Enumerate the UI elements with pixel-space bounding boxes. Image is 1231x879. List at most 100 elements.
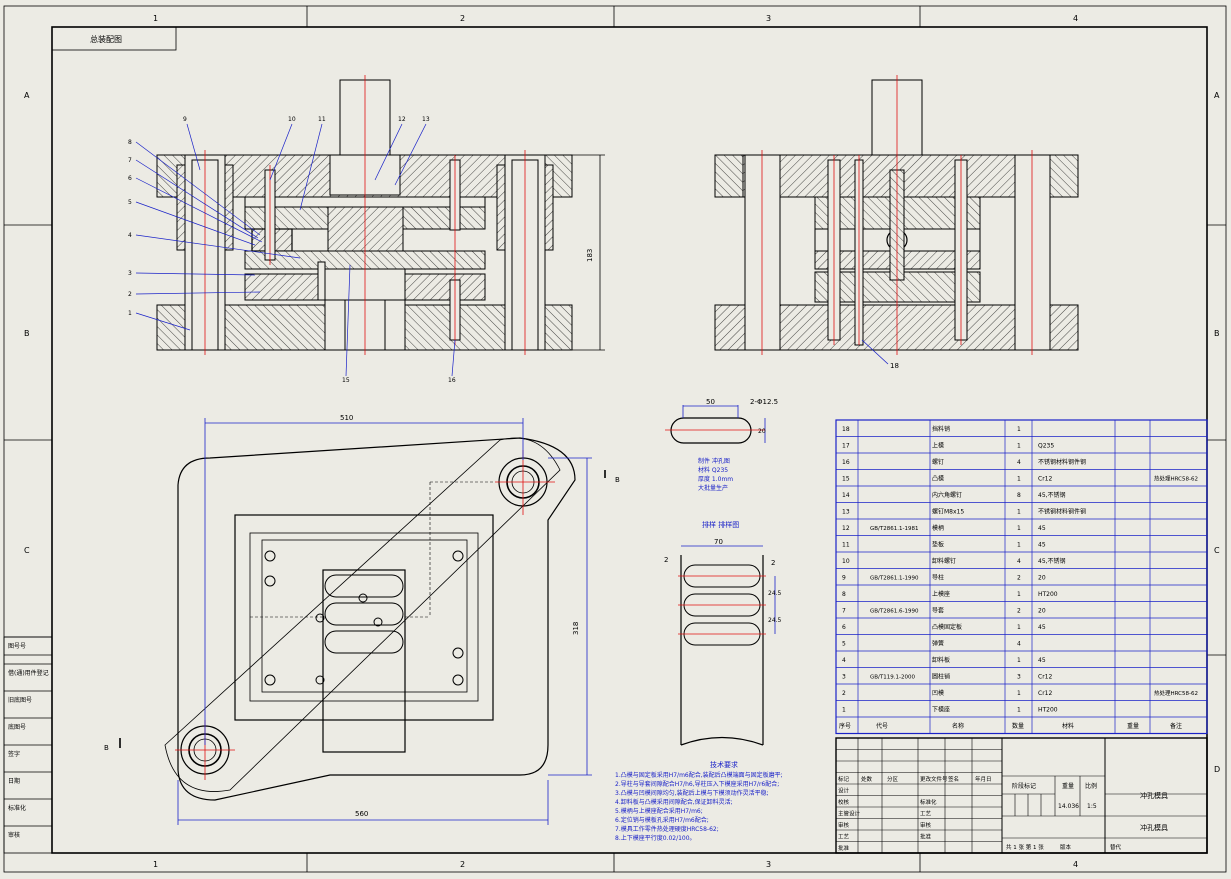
side-label-6: 标准化 <box>8 804 26 812</box>
bom-no-18: 18 <box>842 426 850 433</box>
col-label-1: 1 <box>153 14 158 23</box>
bom-header-2: 名称 <box>952 722 964 730</box>
callout-11: 11 <box>318 116 326 123</box>
callout-12: 12 <box>398 116 406 123</box>
row-label-a-r: A <box>1214 91 1220 100</box>
bom-name-3: 圆柱销 <box>932 673 950 681</box>
bom-name-13: 螺钉M8x15 <box>932 508 964 516</box>
row-label-c: C <box>24 546 30 555</box>
bom-code-7: GB/T2861.6-1990 <box>870 609 919 615</box>
tech-req-list: 1.凸模与固定板采用H7/m6配合,装配后凸模端面与固定板磨平;2.导柱与导套间… <box>615 771 783 842</box>
bom-no-14: 14 <box>842 492 850 499</box>
bom-header-6: 备注 <box>1170 722 1182 730</box>
bom-name-18: 挡料销 <box>932 425 950 433</box>
bom-qty-9: 2 <box>1017 575 1021 582</box>
bom-name-4: 卸料板 <box>932 656 950 664</box>
tb-role2-0: 标准化 <box>920 798 937 806</box>
side-label-3: 底图号 <box>8 723 26 731</box>
tb-label-4: 签名 <box>948 775 959 783</box>
blank-view: 50 2-Φ12.5 20 <box>665 398 778 444</box>
bom-qty-10: 4 <box>1017 558 1021 565</box>
row-label-b-r: B <box>1214 329 1220 338</box>
bom-mat-1: HT200 <box>1038 707 1058 714</box>
bom-name-17: 上模 <box>932 442 944 450</box>
bom-qty-7: 2 <box>1017 608 1021 615</box>
row-label-b: B <box>24 329 30 338</box>
side-label-7: 审核 <box>8 831 20 839</box>
row-label-c-r: C <box>1214 546 1220 555</box>
bom-code-3: GB/T119.1-2000 <box>870 675 915 681</box>
col-label-2b: 2 <box>460 860 465 869</box>
blank-note-0: 制件 冲孔图 <box>698 457 730 465</box>
tech-req-7: 8.上下模座平行度0.02/100。 <box>615 834 696 842</box>
bom-mat-13: 不锈钢材料钢件钢 <box>1038 508 1086 516</box>
callout-8: 8 <box>128 139 132 146</box>
callout-2: 2 <box>128 291 132 298</box>
bom-name-6: 凸模固定板 <box>932 623 962 631</box>
bom-no-16: 16 <box>842 459 850 466</box>
tech-req-1: 2.导柱与导套间隙配合H7/h6,导柱压入下模座采用H7/r6配合; <box>615 780 779 788</box>
tech-req-3: 4.卸料板与凸模采用间隙配合,保证卸料灵活; <box>615 798 733 806</box>
callout-18: 18 <box>890 362 899 370</box>
tb-label-3: 更改文件号 <box>920 775 948 783</box>
side-label-4: 签字 <box>8 750 20 758</box>
callout-1: 1 <box>128 310 132 317</box>
bom-qty-17: 1 <box>1017 443 1021 450</box>
bom-qty-15: 1 <box>1017 476 1021 483</box>
bom-qty-13: 1 <box>1017 509 1021 516</box>
bom-qty-6: 1 <box>1017 624 1021 631</box>
tb-scale-label: 比例 <box>1085 782 1097 790</box>
bom-qty-14: 8 <box>1017 492 1021 499</box>
bom-no-3: 3 <box>842 674 846 681</box>
bom-mat-4: 45 <box>1038 657 1046 664</box>
tb-role2-2: 审核 <box>920 821 932 829</box>
bom-name-7: 导套 <box>932 607 944 615</box>
blank-note-1: 材料 Q235 <box>698 466 728 474</box>
tb-role2-1: 工艺 <box>920 811 932 818</box>
tech-req-0: 1.凸模与固定板采用H7/m6配合,装配后凸模端面与固定板磨平; <box>615 771 783 779</box>
bom-no-7: 7 <box>842 608 846 615</box>
bom-name-15: 凸模 <box>932 475 944 483</box>
bom-no-12: 12 <box>842 525 850 532</box>
section-mark-b: B <box>615 476 620 484</box>
tb-label-5: 年月日 <box>975 775 992 783</box>
bom-mat-17: Q235 <box>1038 443 1054 450</box>
bom-qty-8: 1 <box>1017 591 1021 598</box>
bom-no-8: 8 <box>842 591 846 598</box>
callout-10: 10 <box>288 116 296 123</box>
bom-mat-2: Cr12 <box>1038 690 1052 697</box>
bom-qty-1: 1 <box>1017 707 1021 714</box>
callout-13: 13 <box>422 116 430 123</box>
bom-no-11: 11 <box>842 542 850 549</box>
bom-name-5: 弹簧 <box>932 640 944 648</box>
title-block: 标记处数分区更改文件号签名年月日设计校核主管设计审核工艺批准标准化工艺审核批准阶… <box>835 737 1208 854</box>
col-label-4: 4 <box>1073 14 1078 23</box>
dim-height: 183 <box>586 249 594 262</box>
title-box-text: 总装配图 <box>90 34 122 44</box>
strip-layout: 70 24.5 24.5 2 2 <box>664 538 782 746</box>
dim-strip-edge-l: 2 <box>664 556 668 564</box>
tb-label-1: 处数 <box>861 775 873 783</box>
callout-9: 9 <box>183 116 187 123</box>
bom-mat-3: Cr12 <box>1038 674 1052 681</box>
tb-role-2: 主管设计 <box>838 810 861 818</box>
col-label-4b: 4 <box>1073 860 1078 869</box>
bom-qty-5: 4 <box>1017 641 1021 648</box>
callout-16: 16 <box>448 377 456 384</box>
tb-role-4: 工艺 <box>838 834 850 841</box>
outer-border <box>3 5 1227 873</box>
tb-role-1: 校核 <box>838 798 850 806</box>
bom-no-10: 10 <box>842 558 850 565</box>
blank-note-2: 厚度 1.0mm <box>698 475 733 483</box>
bom-note-2: 热处理HRC58-62 <box>1154 689 1198 697</box>
bom-no-5: 5 <box>842 641 846 648</box>
tb-replace: 替代 <box>1110 843 1122 851</box>
bom-note-15: 热处理HRC58-62 <box>1154 475 1198 483</box>
callout-15: 15 <box>342 377 350 384</box>
callout-3: 3 <box>128 270 132 277</box>
bom-qty-11: 1 <box>1017 542 1021 549</box>
tb-role-0: 设计 <box>838 787 850 795</box>
bom-qty-12: 1 <box>1017 525 1021 532</box>
